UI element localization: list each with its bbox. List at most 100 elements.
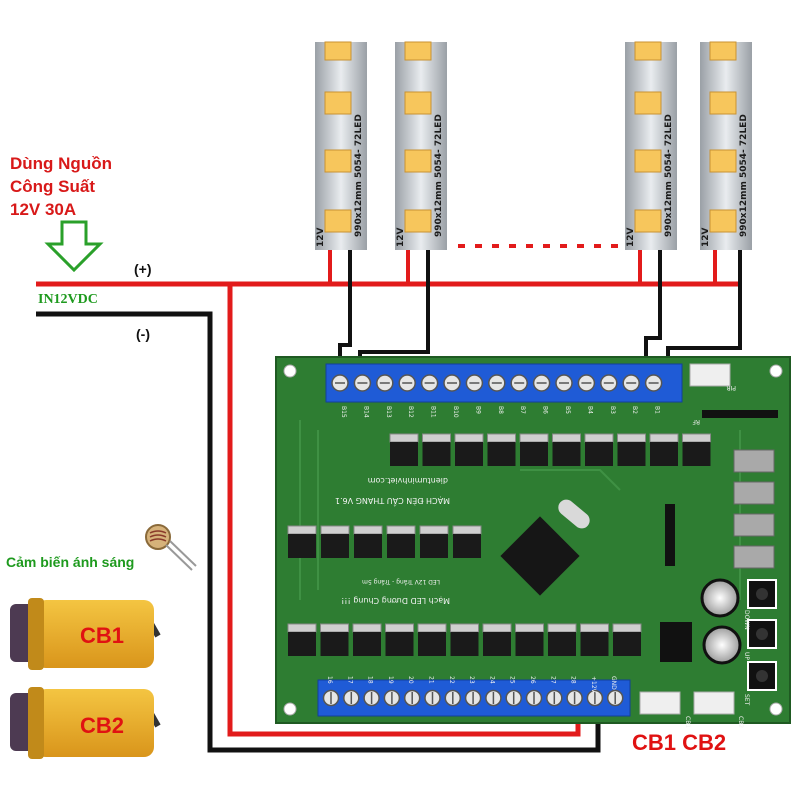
mosfet: [580, 632, 609, 656]
mosfet: [585, 442, 613, 466]
cb2-connector: [693, 691, 735, 715]
capacitor: [702, 625, 742, 665]
mosfet-tab: [287, 525, 317, 535]
mosfet: [288, 632, 316, 656]
mosfet: [515, 632, 544, 656]
mosfet-tab: [353, 525, 383, 535]
ldr-leg: [169, 540, 197, 567]
terminal-label: 20: [407, 676, 414, 684]
mosfet-row-top: [389, 433, 711, 466]
mosfet-tab: [452, 525, 482, 535]
mosfet: [455, 442, 483, 466]
mosfet: [650, 442, 678, 466]
mounting-hole: [283, 364, 297, 378]
input-voltage-label: IN12VDC: [38, 292, 98, 307]
light-sensor-label: Cảm biến ánh sáng: [6, 554, 134, 570]
up-button[interactable]: [747, 619, 777, 649]
pin-header-rf: [702, 410, 778, 418]
board-title: MẠCH ĐÈN CẦU THANG V6.1: [335, 495, 450, 508]
led-strip-model: 990x12mm 5054- 72LED: [434, 114, 444, 237]
ldr-icon: [145, 524, 171, 550]
button-label-down: DOWN: [743, 610, 750, 630]
led-chip: [709, 41, 737, 61]
terminal-label: B8: [497, 406, 504, 414]
terminal-label: B9: [474, 406, 481, 414]
mosfet: [617, 442, 646, 466]
mosfet: [354, 534, 382, 558]
terminal-label: 17: [346, 676, 353, 684]
pir-connector: [689, 363, 731, 387]
mosfet-tab: [389, 433, 419, 443]
terminal-label: B12: [407, 406, 414, 418]
set-button[interactable]: [747, 661, 777, 691]
mosfet-tab: [515, 623, 544, 633]
connector-label-cb1: CB1: [684, 716, 691, 728]
mosfet: [552, 442, 581, 466]
mosfet-tab: [320, 525, 350, 535]
mosfet-row-bottom: [287, 623, 642, 656]
mosfet: [520, 442, 548, 466]
mosfet: [487, 442, 516, 466]
led-chip: [324, 91, 352, 115]
terminal-label: B13: [385, 406, 392, 418]
down-button[interactable]: [747, 579, 777, 609]
connector-label-rf: RF: [692, 418, 700, 425]
led-strip-model: 990x12mm 5054- 72LED: [354, 114, 364, 237]
mosfet-tab: [320, 623, 349, 633]
sensor-cb2-label: CB2: [80, 713, 124, 738]
led-chip: [634, 41, 662, 61]
power-note-line3: 12V 30A: [10, 200, 76, 219]
mosfet-tab: [417, 623, 447, 633]
mosfet-tab: [584, 433, 614, 443]
cb1-connector: [639, 691, 681, 715]
terminal-label: B3: [609, 406, 616, 414]
mosfet-tab: [547, 623, 577, 633]
mosfet-tab: [352, 623, 382, 633]
mosfet-tab: [482, 623, 512, 633]
terminal-label: 23: [468, 676, 475, 684]
terminal-label: B5: [564, 406, 571, 414]
mosfet-tab: [419, 525, 449, 535]
led-strip-voltage: 12V: [626, 227, 636, 247]
led-strip-model: 990x12mm 5054- 72LED: [739, 114, 749, 237]
mosfet-tab: [287, 623, 317, 633]
mosfet: [418, 632, 446, 656]
terminal-label: B10: [452, 406, 459, 418]
led-chip: [709, 91, 737, 115]
led-chip: [404, 91, 432, 115]
sensor-body: [36, 689, 154, 757]
smd-module: [733, 481, 775, 505]
mosfet-tab: [617, 433, 646, 443]
crystal-oscillator: [558, 499, 590, 529]
terminal-label: 18: [367, 676, 374, 684]
set-button-cap[interactable]: [756, 670, 768, 682]
terminal-label: 19: [387, 676, 394, 684]
mosfet-tab: [552, 433, 581, 443]
smd-module: [733, 449, 775, 473]
led-chip: [634, 209, 662, 233]
terminal-label: B14: [362, 406, 369, 418]
terminal-label: 26: [529, 676, 536, 684]
terminal-label: 21: [428, 676, 435, 684]
led-strip: 990x12mm 5054- 72LED 12V: [625, 41, 677, 250]
sensor-cb1: CB1: [10, 598, 161, 670]
mosfet: [288, 534, 316, 558]
mosfet-tab: [385, 623, 414, 633]
terminal-label: +12V: [590, 676, 597, 694]
led-chip: [404, 209, 432, 233]
terminal-label: GND: [610, 676, 617, 690]
mosfet: [450, 632, 479, 656]
led-strip: 990x12mm 5054- 72LED 12V: [315, 41, 367, 250]
led-strip-voltage: 12V: [701, 227, 711, 247]
down-button-cap[interactable]: [756, 588, 768, 600]
pin-header: [665, 504, 675, 566]
up-button-cap[interactable]: [756, 628, 768, 640]
smd-module: [733, 545, 775, 569]
sensor-ring: [28, 687, 44, 759]
led-strip: 990x12mm 5054- 72LED 12V: [395, 41, 447, 250]
board-subtitle: Mạch LED Dương Chung !!!: [341, 595, 450, 605]
mosfet: [320, 632, 349, 656]
mosfet-row-mid: [287, 525, 482, 558]
